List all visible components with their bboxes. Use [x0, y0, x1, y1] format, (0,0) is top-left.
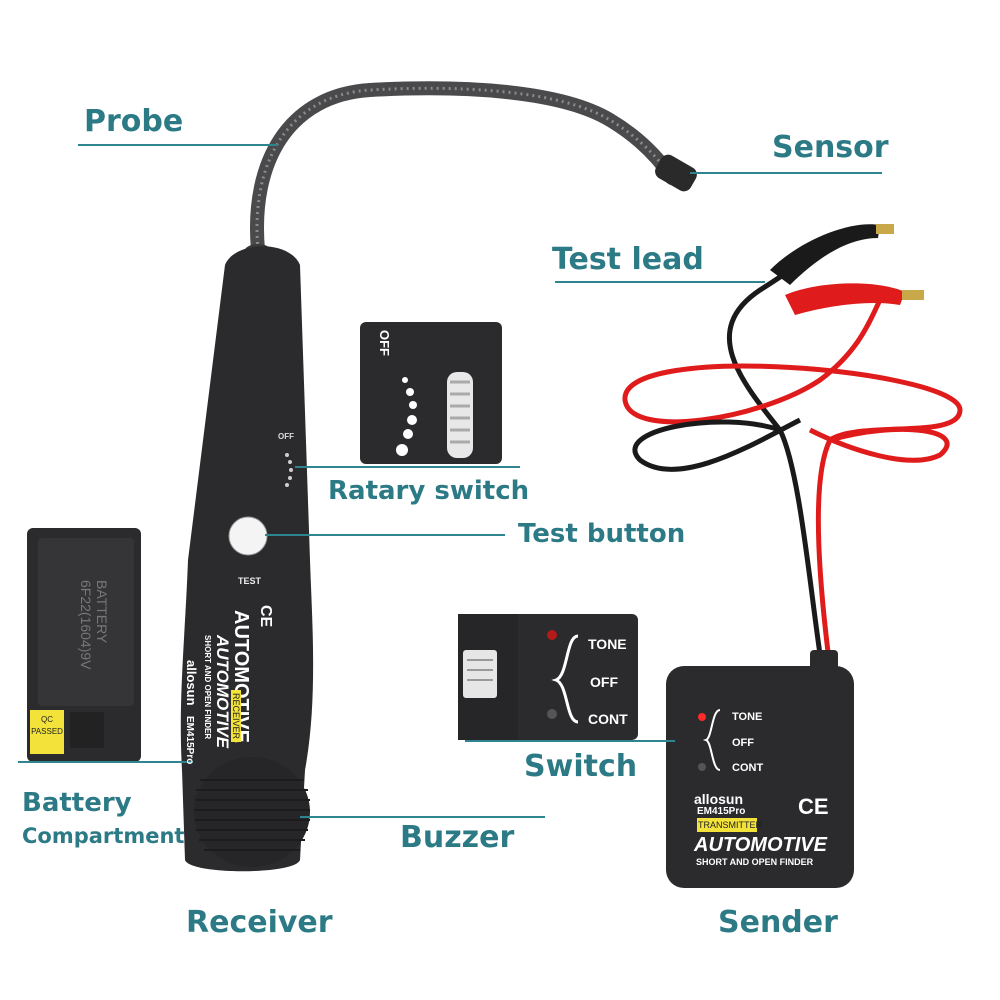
receiver-text-block: CE AUTOMOTIVE SHORT AND OPEN FINDER allo…	[182, 605, 282, 764]
buzzer-line	[300, 816, 545, 818]
test-button-line	[265, 534, 505, 536]
receiver-test-text: TEST	[238, 576, 262, 586]
probe-gooseneck	[250, 81, 679, 257]
label-sensor: Sensor	[772, 130, 889, 165]
red-clip	[785, 283, 905, 315]
receiver-tag: RECEIVER	[231, 690, 241, 743]
switch-inset-tone: TONE	[588, 636, 627, 652]
test-button-knob	[228, 516, 268, 556]
qc-text2: PASSED	[31, 727, 63, 736]
battery-line	[18, 761, 193, 763]
qc-text1: QC	[41, 715, 53, 724]
sensor-line	[690, 172, 882, 174]
qc-sticker: QC PASSED	[30, 714, 64, 738]
label-sender: Sender	[718, 905, 838, 940]
rotary-inset-off: OFF	[377, 330, 392, 356]
sender-ce: CE	[798, 794, 829, 819]
switch-inset-cont: CONT	[588, 711, 628, 727]
sender-brand: allosun	[694, 791, 744, 807]
sender-model: EM415Pro	[697, 806, 746, 817]
sender-cont: CONT	[732, 762, 764, 774]
label-compartment: Compartment	[22, 824, 185, 848]
label-switch: Switch	[524, 749, 638, 784]
switch-line	[465, 740, 675, 742]
label-rotary-switch: Ratary switch	[328, 476, 530, 506]
test-lead-red	[622, 298, 963, 669]
battery-inset-text: BATTERY 6F22(1604)9V	[78, 580, 110, 670]
receiver-model: EM415Pro	[184, 715, 195, 765]
receiver-off-text: OFF	[278, 432, 294, 441]
probe-line	[78, 144, 278, 146]
black-clip	[770, 224, 880, 285]
label-probe: Probe	[84, 104, 184, 139]
sensor-tip	[655, 154, 697, 192]
label-battery: Battery	[22, 788, 132, 818]
sender-tone: TONE	[732, 711, 763, 723]
switch-inset-off: OFF	[590, 674, 618, 690]
receiver-ce: CE	[257, 605, 274, 628]
label-buzzer: Buzzer	[400, 820, 515, 855]
sender-tag: TRANSMITTER	[698, 820, 762, 830]
receiver-brand: allosun	[184, 660, 199, 706]
sender-subtitle: SHORT AND OPEN FINDER	[696, 857, 814, 867]
label-receiver: Receiver	[186, 905, 333, 940]
receiver-subtitle: SHORT AND OPEN FINDER	[203, 635, 212, 740]
sender-title: AUTOMOTIVE	[694, 834, 827, 856]
battery-text2: 6F22(1604)9V	[78, 580, 94, 670]
label-test-button: Test button	[518, 519, 686, 549]
test-lead-line	[555, 281, 765, 283]
battery-text1: BATTERY	[94, 580, 110, 644]
receiver-body	[180, 246, 314, 872]
sender-off: OFF	[732, 737, 754, 749]
rotary-line	[295, 466, 520, 468]
label-test-lead: Test lead	[552, 242, 704, 277]
